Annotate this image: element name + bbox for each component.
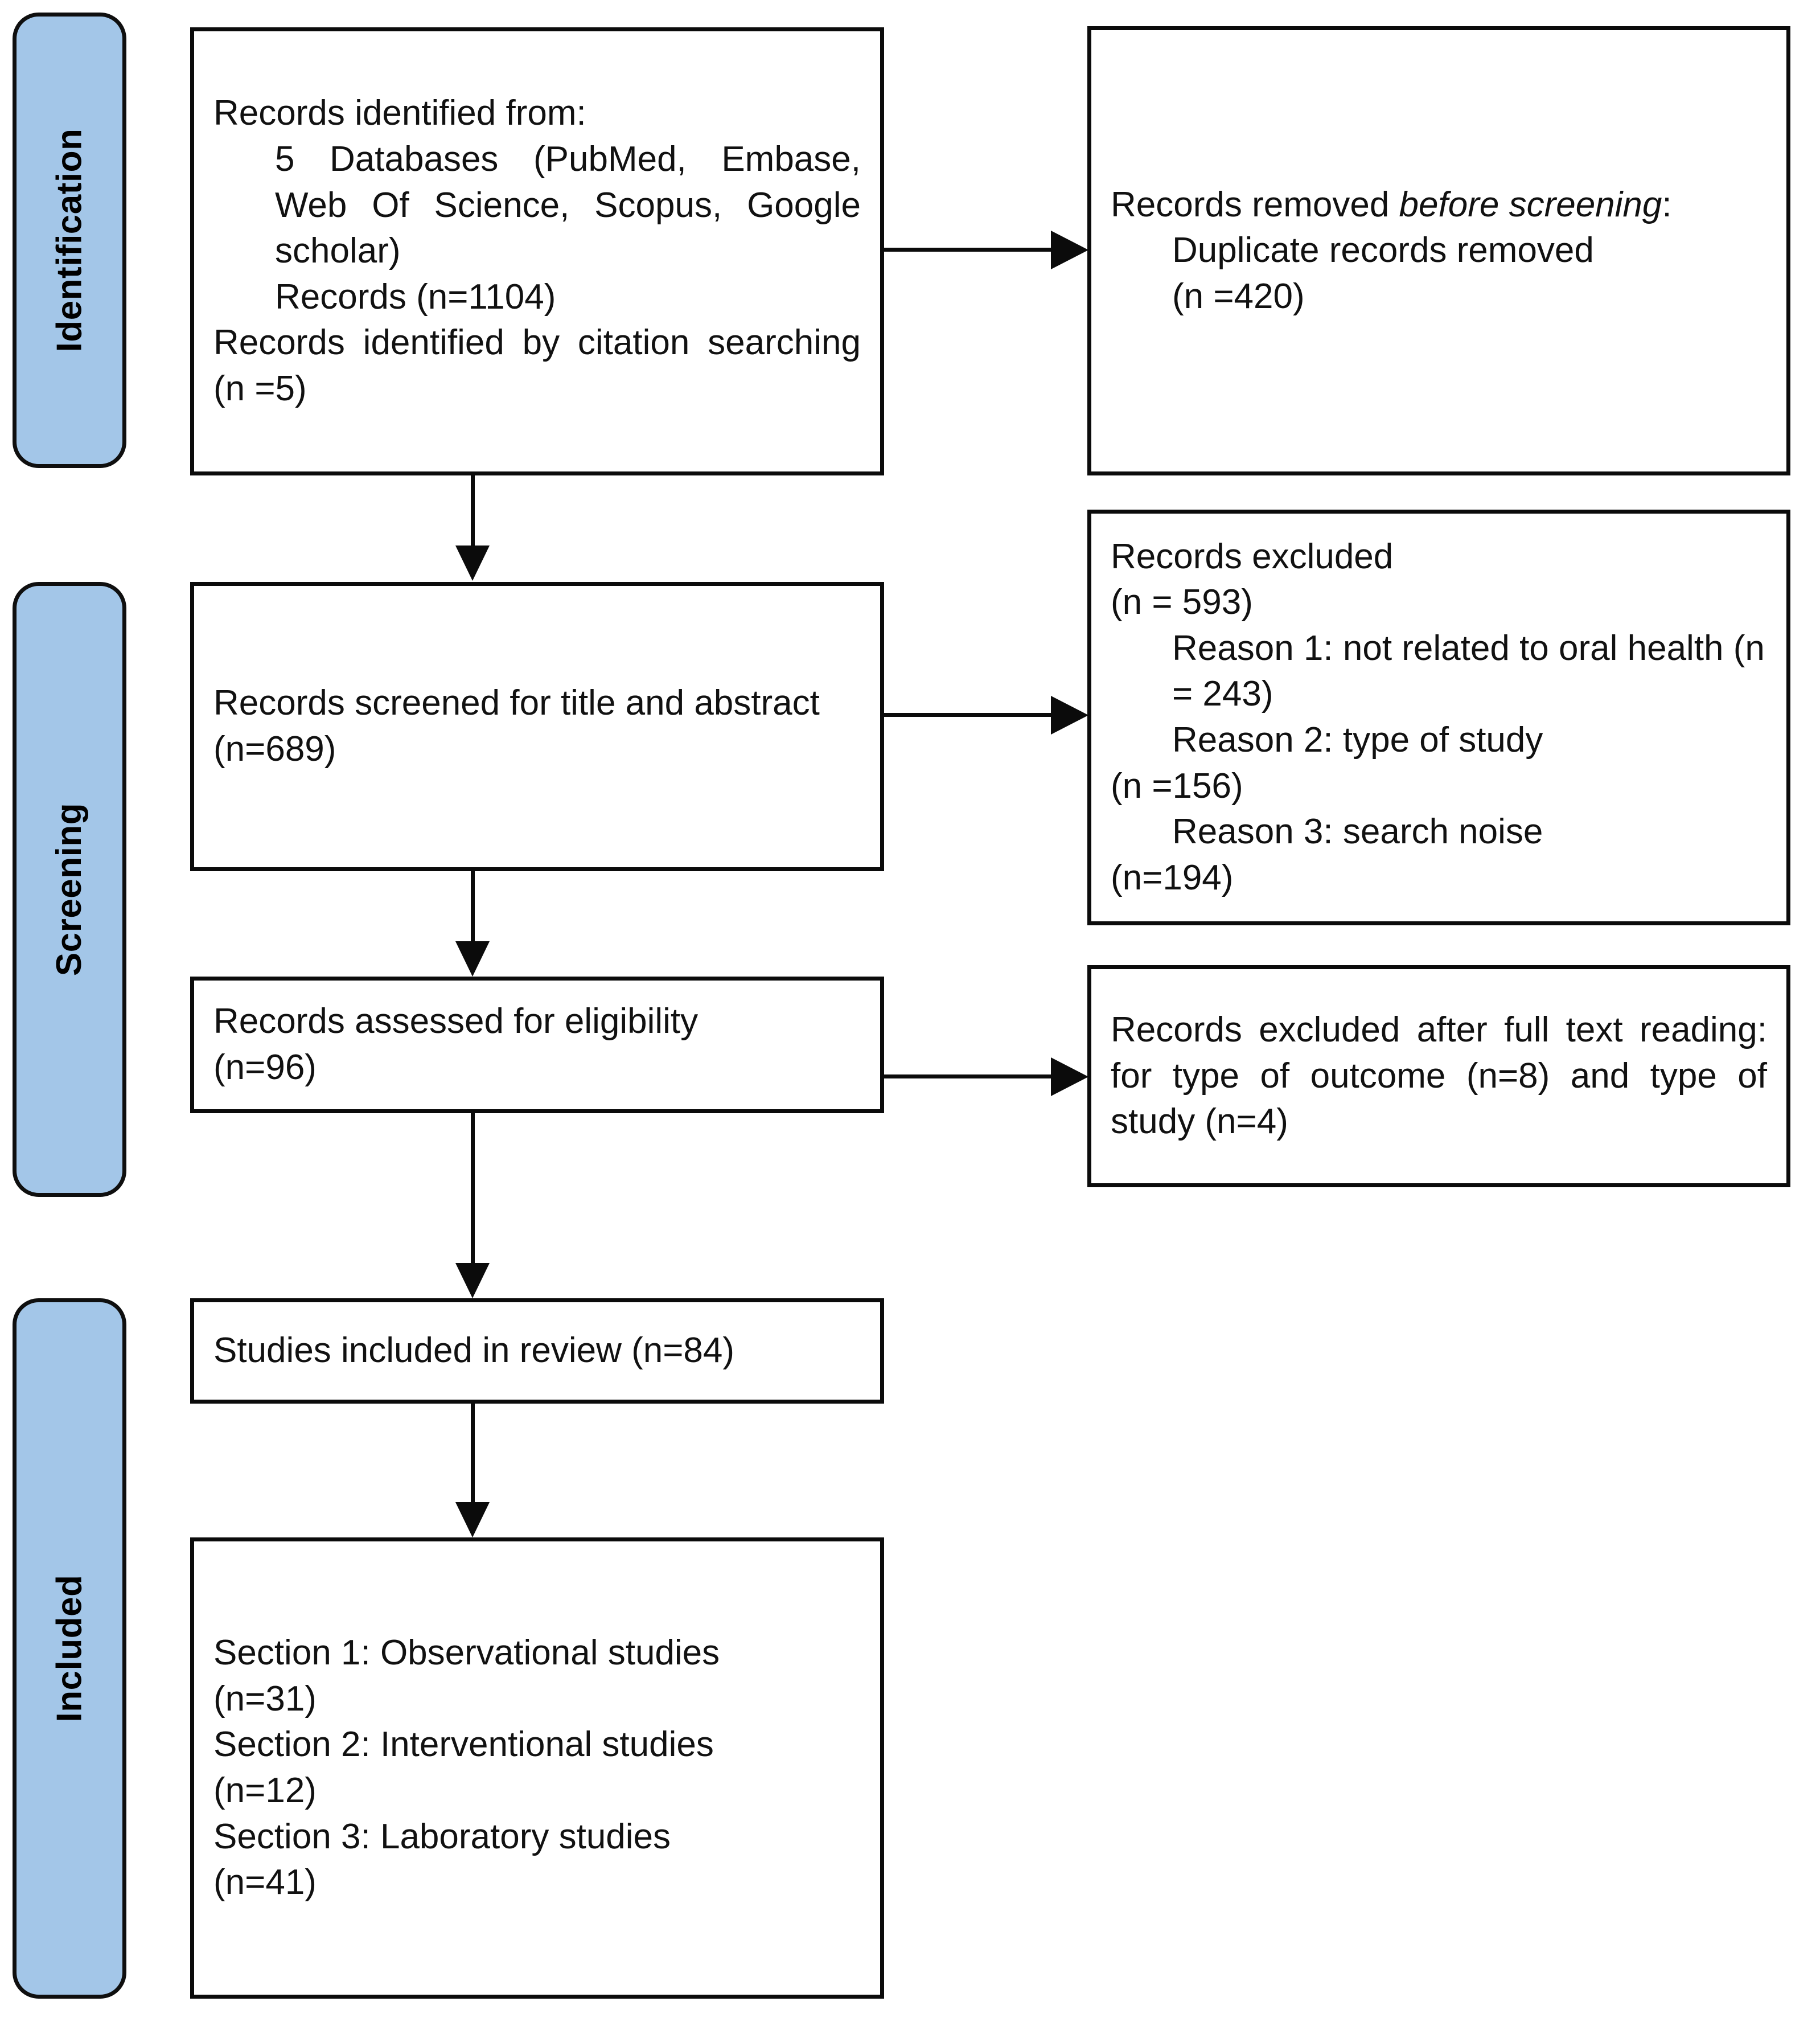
- stage-included-label: Included: [50, 1574, 89, 1722]
- eligibility-line2: (n=96): [213, 1048, 317, 1087]
- records-excluded-reason3-n: (n=194): [1111, 858, 1234, 897]
- records-removed-line1-b: before screening: [1399, 184, 1662, 224]
- box-studies-included: Studies included in review (n=84): [190, 1298, 884, 1404]
- excluded-fulltext-line1: Records excluded after full text reading…: [1111, 1010, 1767, 1142]
- arrowhead-included-to-sections: [455, 1502, 490, 1537]
- box-records-removed: Records removed before screening: Duplic…: [1087, 26, 1790, 475]
- stage-identification-label: Identification: [50, 128, 89, 352]
- stage-included: Included: [13, 1298, 126, 1999]
- records-identified-line4: Records identified by citation searching…: [213, 323, 861, 408]
- eligibility-line1: Records assessed for eligibility: [213, 1002, 699, 1041]
- connector-screened-to-eligibility: [471, 871, 475, 944]
- connector-eligibility-to-excluded-fulltext: [884, 1074, 1055, 1078]
- box-records-identified: Records identified from: 5 Databases (Pu…: [190, 27, 884, 475]
- records-excluded-line2: (n = 593): [1111, 583, 1253, 622]
- records-removed-line1: Records removed before screening:: [1111, 182, 1767, 228]
- connector-included-to-sections: [471, 1404, 475, 1505]
- records-excluded-reason2: Reason 2: type of study: [1172, 720, 1543, 760]
- arrowhead-identified-to-removed: [1051, 231, 1088, 269]
- records-identified-line2: 5 Databases (PubMed, Embase, Web Of Scie…: [275, 140, 861, 271]
- connector-eligibility-to-included: [471, 1113, 475, 1266]
- box-records-excluded-fulltext: Records excluded after full text reading…: [1087, 965, 1790, 1187]
- records-excluded-reason2-n: (n =156): [1111, 766, 1243, 806]
- stage-identification: Identification: [13, 13, 126, 468]
- section-2-label: Section 2: Interventional studies: [213, 1725, 714, 1765]
- connector-screened-to-excluded: [884, 713, 1055, 717]
- stage-screening-label: Screening: [50, 802, 89, 977]
- records-removed-line2: Duplicate records removed: [1172, 231, 1594, 270]
- arrowhead-eligibility-to-excluded-fulltext: [1051, 1057, 1088, 1096]
- box-records-screened: Records screened for title and abstract …: [190, 582, 884, 871]
- stage-screening: Screening: [13, 582, 126, 1197]
- connector-identified-to-removed: [884, 248, 1055, 252]
- records-removed-line1-c: :: [1662, 184, 1672, 224]
- records-identified-line3: Records (n=1104): [275, 277, 556, 317]
- box-sections: Section 1: Observational studies (n=31) …: [190, 1537, 884, 1999]
- records-removed-line3: (n =420): [1172, 276, 1305, 316]
- records-identified-line1: Records identified from:: [213, 93, 586, 133]
- section-3-count: (n=41): [213, 1863, 317, 1902]
- records-removed-line1-a: Records removed: [1111, 184, 1399, 224]
- records-excluded-line1: Records excluded: [1111, 536, 1394, 576]
- arrowhead-eligibility-to-included: [455, 1263, 490, 1298]
- records-excluded-reason1: Reason 1: not related to oral health (n …: [1172, 628, 1765, 714]
- section-1-label: Section 1: Observational studies: [213, 1633, 720, 1673]
- records-screened-line2: (n=689): [213, 729, 336, 769]
- records-screened-line1: Records screened for title and abstract: [213, 683, 820, 723]
- connector-identified-to-screened: [471, 475, 475, 548]
- section-1-count: (n=31): [213, 1679, 317, 1719]
- arrowhead-screened-to-eligibility: [455, 941, 490, 977]
- records-excluded-reason3: Reason 3: search noise: [1172, 812, 1543, 852]
- box-records-excluded-screening: Records excluded (n = 593) Reason 1: not…: [1087, 510, 1790, 925]
- studies-included-line1: Studies included in review (n=84): [213, 1331, 735, 1371]
- section-2-count: (n=12): [213, 1771, 317, 1810]
- box-records-eligibility: Records assessed for eligibility (n=96): [190, 977, 884, 1113]
- arrowhead-screened-to-excluded: [1051, 696, 1088, 735]
- arrowhead-identified-to-screened: [455, 546, 490, 581]
- section-3-label: Section 3: Laboratory studies: [213, 1816, 671, 1856]
